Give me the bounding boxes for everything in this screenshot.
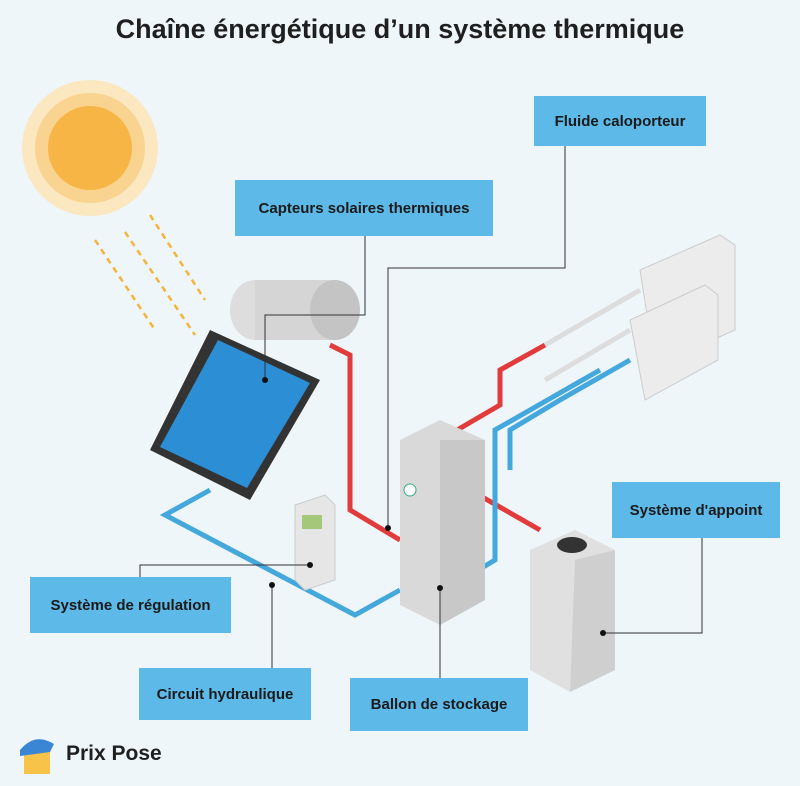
leader-lines <box>139 145 703 678</box>
solar-collector <box>150 280 360 500</box>
storage-tank <box>400 420 485 625</box>
prix-pose-logo <box>20 739 54 774</box>
regulation-unit <box>294 494 336 591</box>
label-ballon-stockage: Ballon de stockage <box>350 678 528 731</box>
label-circuit-hydraulique: Circuit hydraulique <box>139 668 311 720</box>
radiators <box>629 234 736 401</box>
sun-rays <box>93 214 207 336</box>
label-fluide-caloporteur: Fluide caloporteur <box>534 96 706 146</box>
brand-name: Prix Pose <box>66 742 162 765</box>
sun-icon <box>22 80 158 216</box>
label-systeme-appoint: Système d'appoint <box>612 482 780 538</box>
page-title: Chaîne énergétique d’un système thermiqu… <box>115 14 685 44</box>
boiler <box>530 530 615 692</box>
label-capteurs-solaires: Capteurs solaires thermiques <box>235 180 493 236</box>
label-systeme-regulation: Système de régulation <box>30 577 231 633</box>
